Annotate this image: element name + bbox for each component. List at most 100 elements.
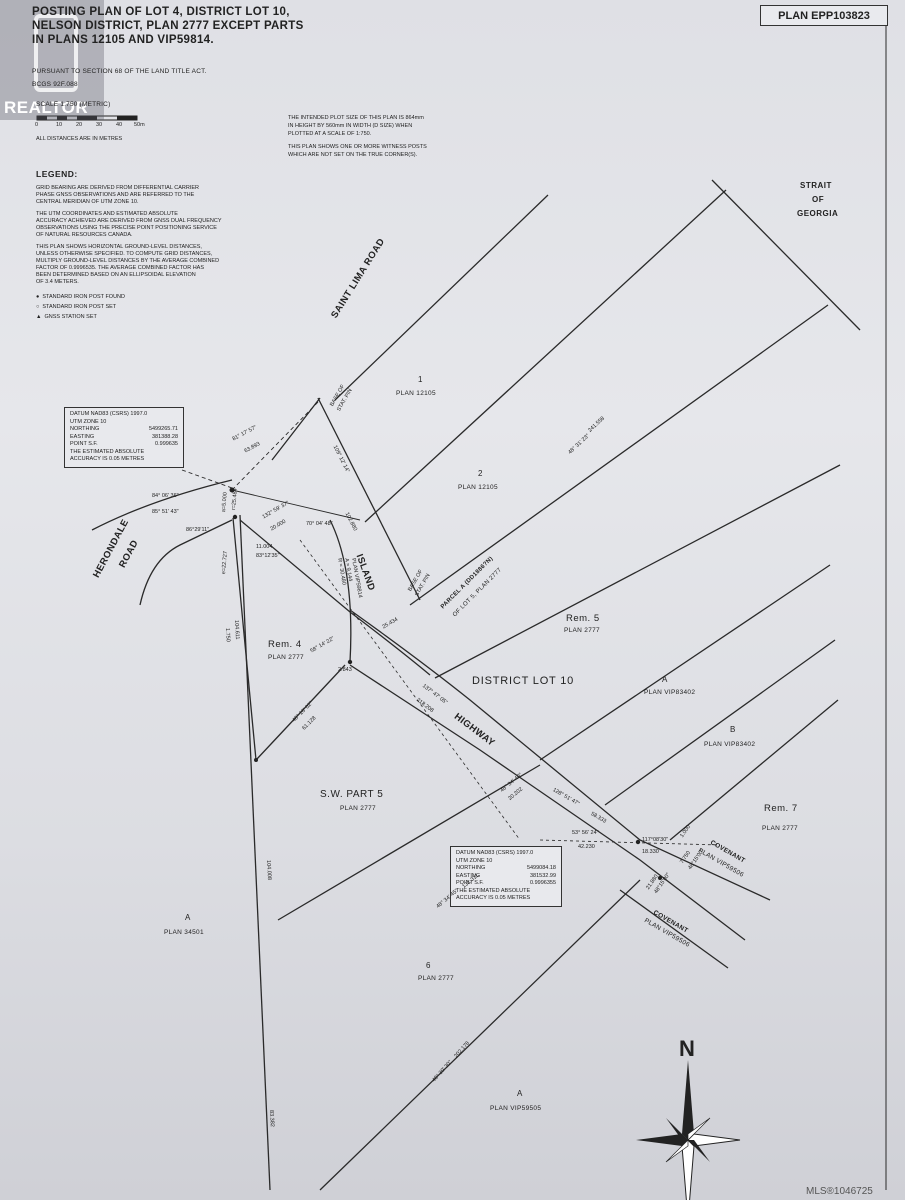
island-curve (329, 519, 352, 663)
datum-box-2: DATUM NAD83 (CSRS) 1997.0 UTM ZONE 10 NO… (450, 846, 562, 907)
herondale-road-south (139, 519, 233, 606)
strait-label-1: STRAIT (800, 181, 832, 190)
plot-note-3: PLOTTED AT A SCALE OF 1:750. (288, 131, 372, 137)
rem5-number: Rem. 5 (566, 613, 600, 624)
datum1-easting-label: EASTING (70, 433, 95, 440)
scale-bar (36, 115, 138, 121)
lot1-number: 1 (418, 375, 423, 384)
lot6-plan: PLAN 2777 (418, 975, 454, 982)
legend-symbol-found: ● STANDARD IRON POST FOUND (36, 294, 125, 301)
scale-tick-0: 0 (35, 122, 39, 128)
datum1-easting: 381388.28 (152, 433, 178, 440)
realtor-logo-icon (34, 14, 78, 92)
scale-tick-30: 30 (96, 122, 103, 128)
lot4-south (255, 664, 346, 761)
plan-number-box: PLAN EPP103823 (760, 5, 888, 26)
realtor-watermark: REALTOR (0, 0, 104, 120)
lot-line-7 (669, 699, 839, 841)
shoreline (711, 179, 861, 331)
lot-west-boundary (239, 514, 271, 1191)
legend-p1-l1: GRID BEARING ARE DERIVED FROM DIFFERENTI… (36, 185, 199, 191)
bearing-b9: 83°12'35" (256, 553, 280, 559)
north-label: N (679, 1036, 695, 1061)
sw-part5-label: S.W. PART 5 (320, 789, 384, 800)
datum2-psf: 0.9996355 (530, 880, 556, 886)
a-vip83402-plan: PLAN VIP83402 (644, 689, 696, 696)
a-vip59505-number: A (517, 1089, 523, 1098)
lot-line-1 (334, 194, 549, 401)
scale-tick-10: 10 (56, 122, 63, 128)
distance-d22: 18.330 (642, 849, 659, 855)
sw-part5-plan: PLAN 2777 (340, 805, 376, 812)
covenant-edge (619, 889, 729, 969)
datum2-easting: 381532.99 (530, 872, 556, 879)
legend-p1-l3: CENTRAL MERIDIAN OF UTM ZONE 10. (36, 199, 139, 205)
legend-p1-l2: PHASE GNSS OBSERVATIONS AND ARE REFERRED… (36, 192, 195, 198)
lot-line-3 (409, 304, 829, 606)
rem4-plan: PLAN 2777 (268, 654, 304, 661)
legend-p2-l2: ACCURACY ACHIEVED ARE DERIVED FROM GNSS … (36, 218, 222, 224)
legend-symbol-set-label: STANDARD IRON POST SET (42, 304, 117, 310)
lot-line-8 (277, 764, 541, 921)
distance-d14: 104.611 (233, 619, 241, 640)
bearing-b4: 86°29'11" (186, 527, 210, 533)
legend-p2-l4: OF NATURAL RESOURCES CANADA. (36, 232, 133, 238)
b-vip83402-number: B (730, 725, 736, 734)
rem7-plan: PLAN 2777 (762, 825, 798, 832)
bearing-b3: 85° 51' 43" (152, 509, 179, 515)
legend-symbol-gnss-label: GNSS STATION SET (44, 314, 97, 320)
legend-symbol-set: ○ STANDARD IRON POST SET (36, 304, 117, 311)
bearing-b21: 53° 56' 24" (572, 830, 599, 836)
mls-number: MLS®1046725 (806, 1186, 873, 1197)
distance-d31: 83.382 (268, 1109, 275, 1128)
legend-p3-l1: THIS PLAN SHOWS HORIZONTAL GROUND-LEVEL … (36, 244, 202, 250)
a-vip59505-plan: PLAN VIP59505 (490, 1105, 542, 1112)
rem5-plan: PLAN 2777 (564, 627, 600, 634)
datum1-zone: UTM ZONE 10 (70, 418, 107, 425)
rem4-number: Rem. 4 (268, 639, 302, 650)
lot4-inner-west (232, 517, 257, 761)
plot-note-2: IN HEIGHT BY 560mm IN WIDTH (D SIZE) WHE… (288, 123, 413, 129)
district-lot-label: DISTRICT LOT 10 (472, 675, 575, 687)
a-34501-plan: PLAN 34501 (164, 929, 204, 936)
highway-north-edge (349, 609, 771, 901)
witness-note-2: WHICH ARE NOT SET ON THE TRUE CORNER(S). (288, 152, 418, 158)
lot-line-5 (539, 564, 831, 761)
a-vip83402-number: A (662, 675, 668, 684)
title-line-1: POSTING PLAN OF LOT 4, DISTRICT LOT 10, (32, 6, 290, 18)
lot2-plan: PLAN 12105 (458, 484, 498, 491)
scale-tick-40: 40 (116, 122, 123, 128)
herondale-road-north (91, 479, 233, 531)
datum2-zone: UTM ZONE 10 (456, 857, 493, 864)
legend-symbol-gnss: ▲ GNSS STATION SET (36, 314, 97, 321)
title-line-3: IN PLANS 12105 AND VIP59814. (32, 34, 214, 46)
datum2-accuracy-2: ACCURACY IS 0.05 METRES (456, 895, 531, 901)
datum2-easting-label: EASTING (456, 872, 481, 879)
legend-p3-l2: UNLESS OTHERWISE SPECIFIED. TO COMPUTE G… (36, 251, 213, 257)
legend-symbol-found-label: STANDARD IRON POST FOUND (42, 294, 125, 300)
gnss-station-icon: ▲ (36, 314, 42, 320)
b-vip83402-plan: PLAN VIP83402 (704, 741, 756, 748)
lot-line-4 (434, 464, 841, 679)
datum1-psf-label: POINT S.F. (70, 441, 98, 447)
scale-text: SCALE 1:750 (METRIC) (36, 101, 111, 108)
saint-lima-west (317, 397, 421, 601)
legend-p3-l4: FACTOR OF 0.9996535. THE AVERAGE COMBINE… (36, 265, 205, 271)
datum1-accuracy-2: ACCURACY IS 0.05 METRES (70, 456, 145, 462)
datum2-northing-label: NORTHING (456, 865, 486, 871)
datum1-title: DATUM NAD83 (CSRS) 1997.0 (70, 411, 148, 417)
rem7-number: Rem. 7 (764, 803, 798, 814)
datum2-accuracy-1: THE ESTIMATED ABSOLUTE (456, 887, 531, 894)
strait-label-3: GEORGIA (797, 209, 839, 218)
pursuant-text: PURSUANT TO SECTION 68 OF THE LAND TITLE… (32, 68, 207, 75)
legend-title: LEGEND: (36, 169, 78, 179)
iron-post-set-icon: ○ (36, 304, 40, 310)
bearing-b22: 117°08'30" (642, 837, 669, 843)
legend-p3-l3: MULTIPLY GROUND-LEVEL DISTANCES BY THE A… (36, 258, 220, 264)
bearing-b2: 84° 06' 36" (152, 493, 179, 499)
scale-tick-20: 20 (76, 122, 83, 128)
lot6-number: 6 (426, 961, 431, 970)
datum2-psf-label: POINT S.F. (456, 880, 484, 886)
